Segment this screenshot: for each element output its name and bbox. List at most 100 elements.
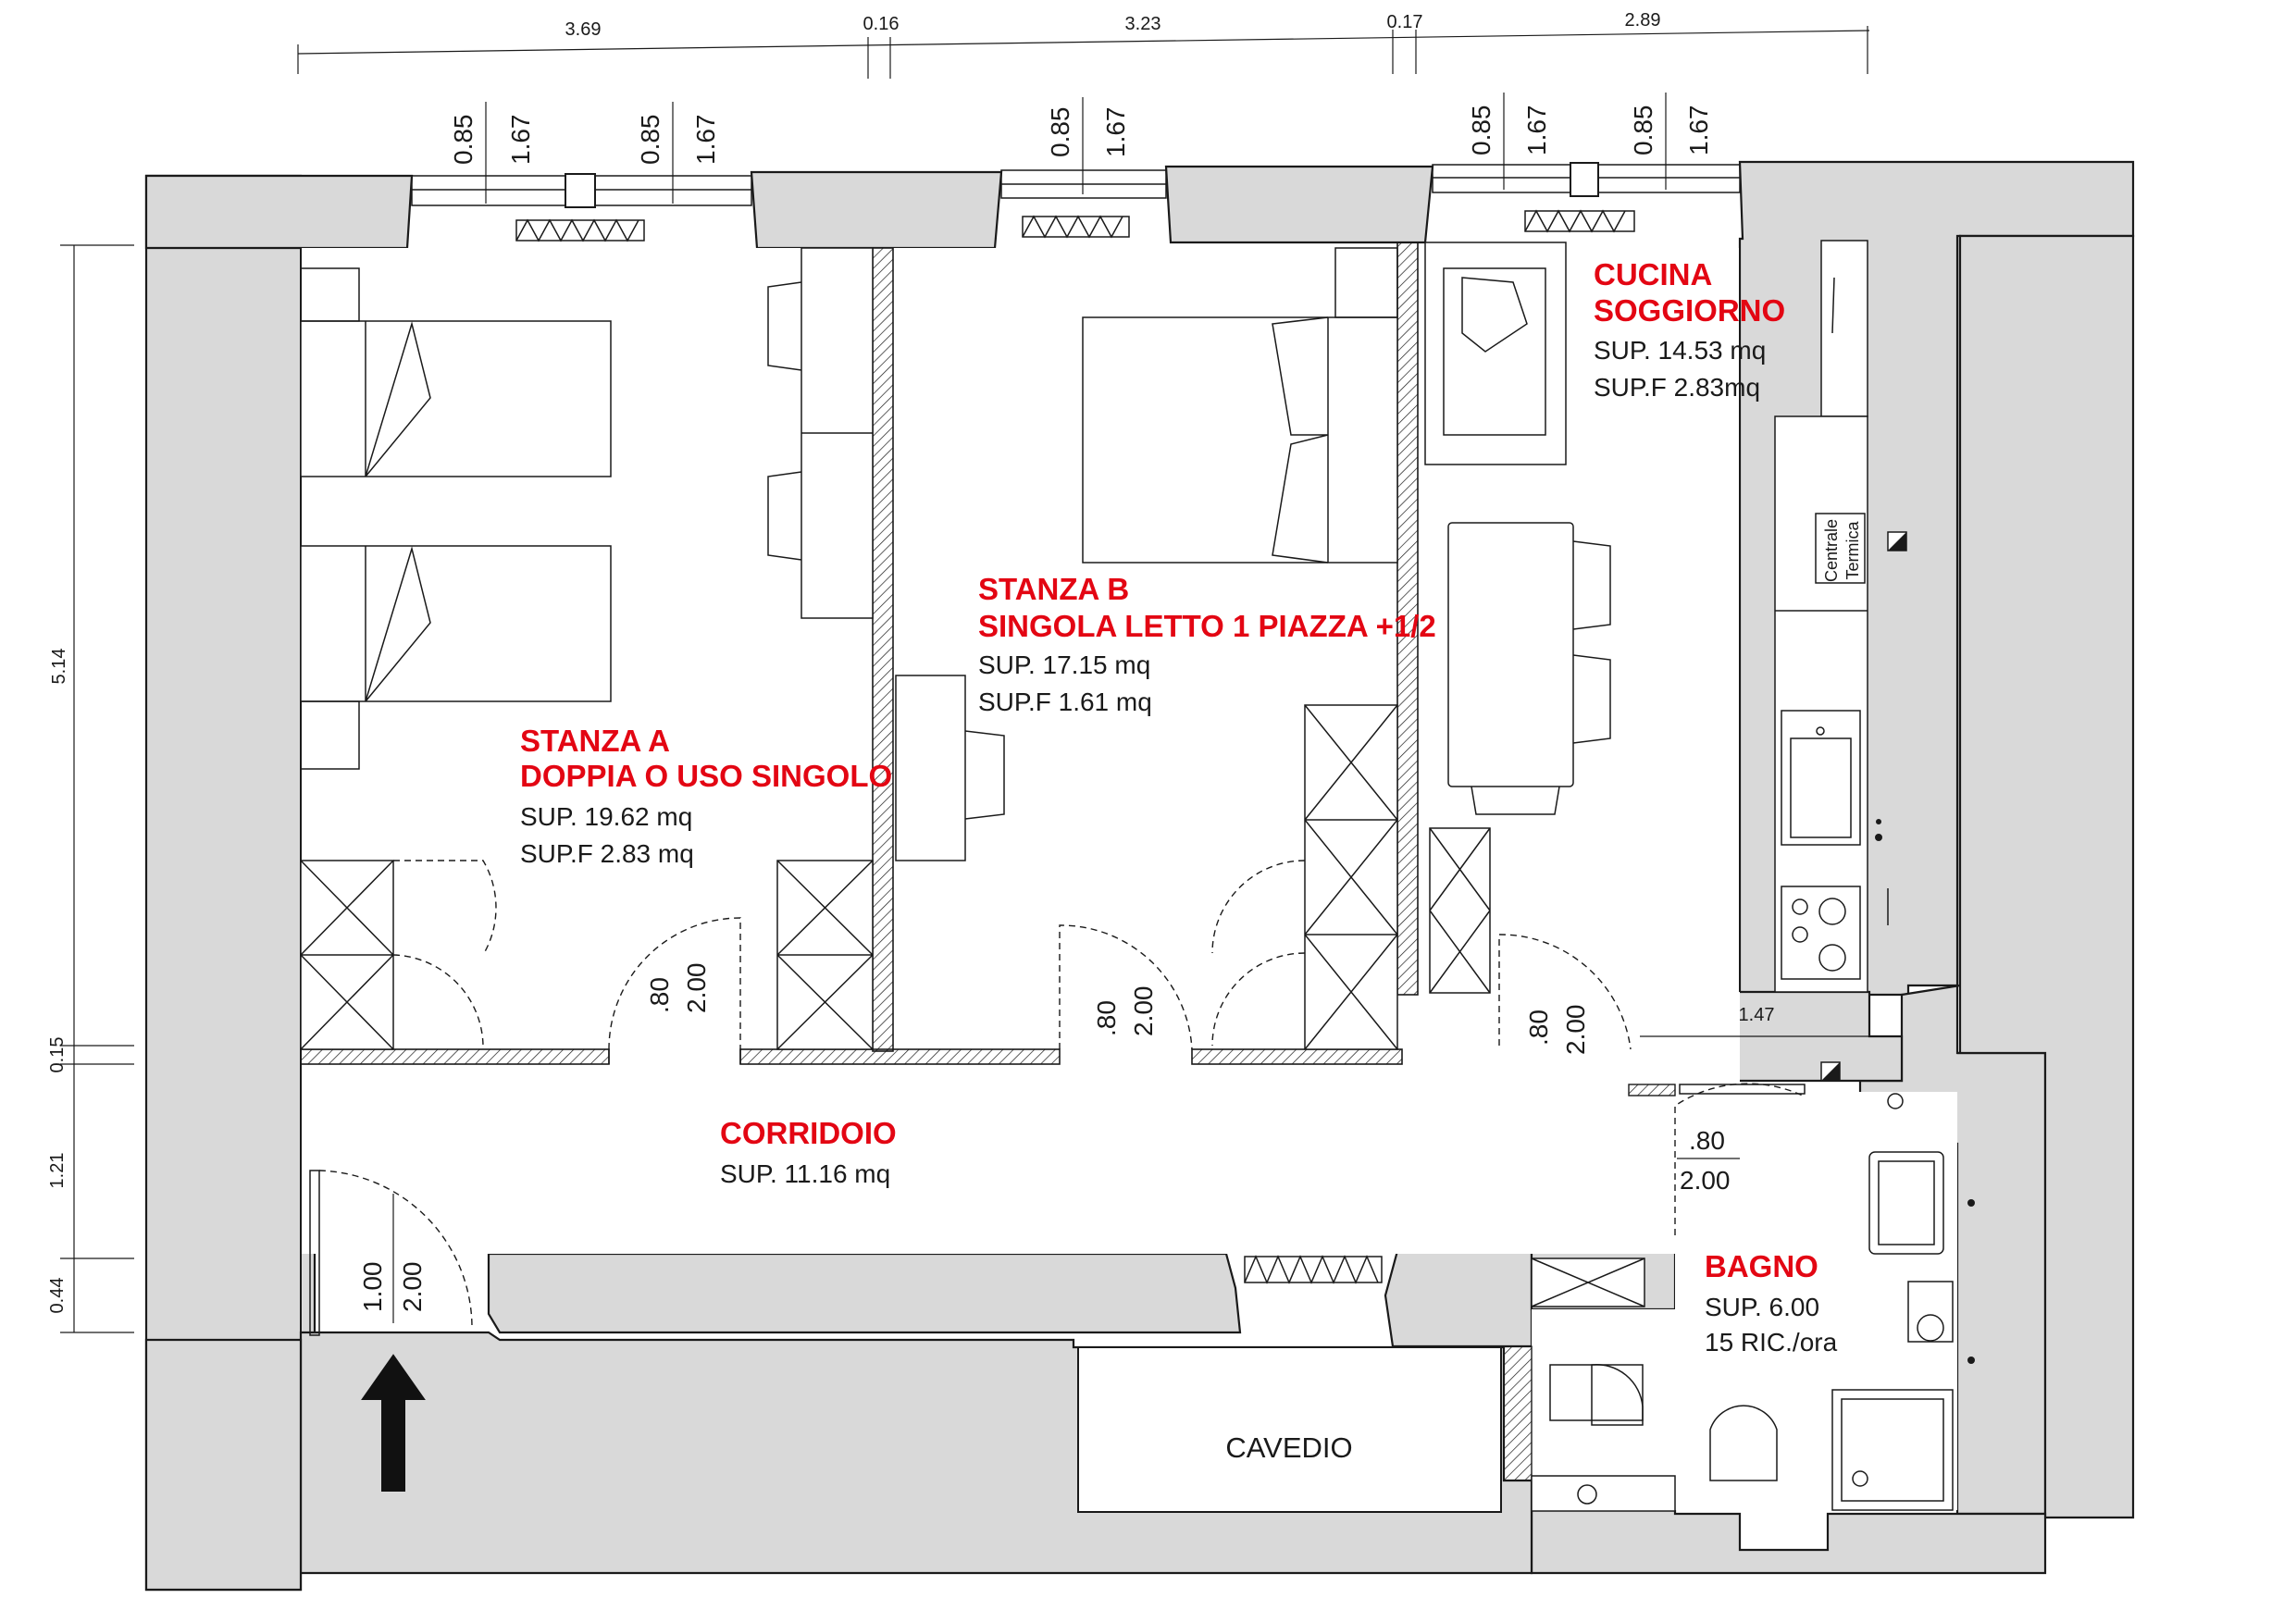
- furniture-bagno: [1531, 1151, 1954, 1512]
- partition-b-c: [1396, 242, 1419, 996]
- windows: [411, 162, 1741, 208]
- stanza-a-name-2: DOPPIA O USO SINGOLO: [520, 759, 892, 793]
- furniture-stanza-a: [300, 247, 874, 1050]
- radiators: [515, 209, 1806, 1284]
- dim-left-2: 0.15: [47, 1037, 68, 1073]
- drain-icon: [1577, 1484, 1597, 1505]
- stanza-b-name-2: SINGOLA LETTO 1 PIAZZA +1/2: [978, 609, 1436, 643]
- right-exterior-wall-2: [1957, 234, 2135, 1519]
- door-bagno-width: .80: [1689, 1126, 1725, 1155]
- corridoio-sup: SUP. 11.16 mq: [720, 1159, 890, 1188]
- radiator-b: [1022, 216, 1130, 238]
- radiator-bagno: [1679, 1084, 1806, 1095]
- corridoio-name: CORRIDOIO: [720, 1116, 897, 1150]
- partition-bagno-left: [1503, 1345, 1533, 1481]
- door-b-height: 2.00: [1129, 986, 1158, 1037]
- dim-top-2: 0.16: [863, 14, 900, 34]
- stove: [1781, 886, 1861, 980]
- top-wall-mid-2: [1164, 165, 1434, 244]
- cavedio-label: CAVEDIO: [1225, 1431, 1352, 1464]
- door-b-width: .80: [1092, 1000, 1121, 1036]
- stanza-b-name-1: STANZA B: [978, 572, 1129, 606]
- win-3-height: 1.67: [1101, 107, 1130, 158]
- desk-b: [895, 675, 966, 861]
- door-a-height: 2.00: [682, 963, 711, 1014]
- window-a-mullion: [565, 173, 596, 208]
- win-5-height: 1.67: [1684, 105, 1713, 156]
- win-5-width: 0.85: [1629, 105, 1657, 156]
- door-bagno-swing: [1674, 1083, 1806, 1235]
- cucina-supf: SUP.F 2.83mq: [1594, 373, 1760, 402]
- lower-left-wall: [144, 1338, 303, 1592]
- window-dimensions: 0.85 1.67 0.85 1.67 0.85 1.67 0.85 1.67 …: [449, 93, 1713, 204]
- dim-left-1: 5.14: [49, 649, 69, 685]
- radiator-a: [515, 219, 645, 242]
- centrale-termica-box: [1815, 513, 1866, 584]
- centrale-termica-line1: Centrale: [1822, 519, 1841, 582]
- door-a-width: .80: [645, 977, 674, 1013]
- entry-door-leaf: [309, 1170, 320, 1336]
- door-dimensions: .80 2.00 .80 2.00 .80 2.00 .80 2.00 1.00…: [358, 963, 1740, 1323]
- bed-a-2: [300, 545, 612, 702]
- cabinet-kitchen: [1429, 827, 1491, 994]
- kitchen-counter: [1774, 415, 1868, 993]
- dining-table: [1447, 522, 1574, 787]
- symbols: [1577, 531, 1975, 1505]
- dim-top-3: 3.23: [1125, 14, 1161, 34]
- win-1-height: 1.67: [506, 115, 535, 166]
- cucina-sup: SUP. 14.53 mq: [1594, 336, 1766, 365]
- window-c-mullion: [1570, 162, 1599, 197]
- door-c-swing: [1498, 934, 1632, 1050]
- fridge: [1820, 240, 1868, 417]
- stanza-a-sup: SUP. 19.62 mq: [520, 802, 692, 831]
- door-c-height: 2.00: [1561, 1005, 1590, 1056]
- cucina-name-1: CUCINA: [1594, 257, 1712, 291]
- stanza-a-supf: SUP.F 2.83 mq: [520, 839, 694, 868]
- cucina-name-2: SOGGIORNO: [1594, 293, 1785, 328]
- shower: [1831, 1389, 1954, 1511]
- win-2-width: 0.85: [636, 115, 664, 166]
- entry-door-width: 1.00: [358, 1262, 387, 1313]
- partition-corridor-a-1: [300, 1048, 610, 1065]
- stanza-a-name-1: STANZA A: [520, 724, 670, 758]
- dim-left-3: 1.21: [47, 1153, 68, 1189]
- furniture-stanza-b: [895, 247, 1398, 1050]
- partition-a-b: [872, 247, 894, 1052]
- stanza-b-sup: SUP. 17.15 mq: [978, 650, 1150, 679]
- dim-top-1: 3.69: [565, 19, 602, 40]
- door-c-width: .80: [1524, 1010, 1553, 1046]
- win-3-width: 0.85: [1046, 107, 1074, 158]
- partitions: [300, 242, 1676, 1481]
- dim-top-5: 2.89: [1625, 10, 1661, 31]
- top-dimension-line: 3.69 0.16 3.23 0.17 2.89: [297, 10, 1870, 79]
- bed-b: [1082, 316, 1398, 564]
- top-wall-mid-1: [750, 170, 1003, 250]
- partition-corridor-a-2: [739, 1048, 1061, 1065]
- doors: [309, 917, 1806, 1336]
- centrale-termica-line2: Termica: [1843, 521, 1862, 580]
- win-4-width: 0.85: [1467, 105, 1496, 156]
- win-4-height: 1.67: [1522, 105, 1551, 156]
- bed-a-1: [300, 320, 612, 477]
- dim-top-4: 0.17: [1387, 12, 1423, 32]
- cavedio-box: [1077, 1346, 1502, 1513]
- corridor-bottom-wall-right: [1384, 1249, 1533, 1348]
- win-2-height: 1.67: [691, 115, 720, 166]
- top-wall-left: [144, 174, 414, 250]
- radiator-c: [1524, 210, 1635, 232]
- left-dimension-line: 5.14 0.15 1.21 0.44: [47, 244, 134, 1333]
- room-labels: STANZA A DOPPIA O USO SINGOLO SUP. 19.62…: [520, 257, 1838, 1357]
- corridor-bottom-wall: [487, 1252, 1242, 1334]
- bagno-sink: [1868, 1151, 1944, 1255]
- furniture-cucina: Centrale Termica: [1424, 240, 1868, 994]
- sink: [1781, 710, 1861, 846]
- armchair: [1424, 242, 1567, 465]
- entry-door-swing: [318, 1170, 473, 1329]
- bagno-ric: 15 RIC./ora: [1705, 1328, 1838, 1357]
- socket-icon: [1887, 1093, 1904, 1109]
- toilet-tank: [1549, 1364, 1644, 1421]
- boiler: [1907, 1281, 1954, 1343]
- corridor-area: [315, 1064, 1640, 1254]
- partition-bagno-top: [1628, 1084, 1676, 1096]
